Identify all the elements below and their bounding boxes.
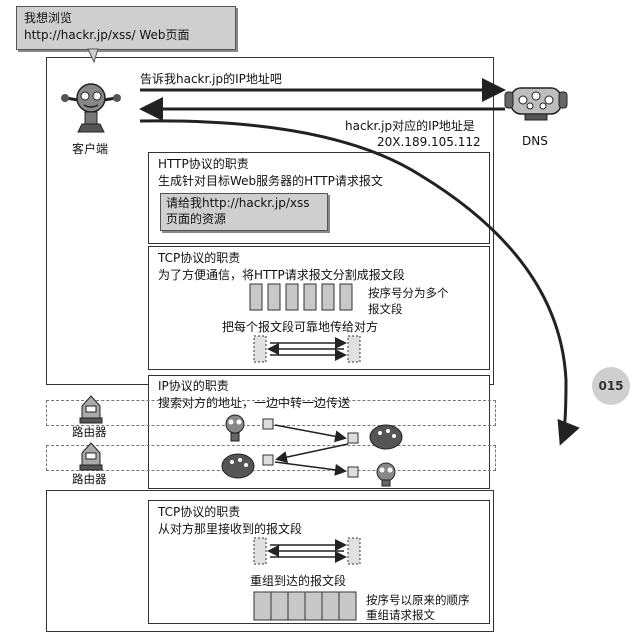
router-label-1: 路由器 [72, 425, 107, 439]
http-message-line-1: 请给我http://hackr.jp/xss [166, 196, 310, 210]
page-number-badge: 015 [592, 367, 630, 405]
http-message-line-2: 页面的资源 [166, 212, 227, 226]
dns-label: DNS [522, 134, 548, 148]
tcp-recv-note-2-line-2: 重组请求报文 [366, 608, 435, 622]
tcp-recv-note-2-line-1: 按序号以原来的顺序 [366, 593, 470, 607]
tcp-send-segments [249, 283, 353, 311]
router-icon-1 [78, 394, 104, 424]
tcp-recv-transfer [253, 537, 361, 565]
ip-routing [221, 414, 403, 487]
client-robot-icon [60, 78, 122, 134]
tcp-send-note-line-1: 按序号分为多个 [368, 286, 449, 300]
tcp-recv-reassembled [253, 591, 357, 621]
router-icon-2 [78, 441, 104, 471]
page-number: 015 [598, 379, 624, 393]
router-row-2 [46, 445, 496, 471]
tcp-recv-panel [148, 500, 490, 624]
tcp-send-transfer [253, 335, 361, 363]
tcp-recv-title: TCP协议的职责 [158, 505, 241, 519]
ip-desc: 搜索对方的地址，一边中转一边传送 [158, 396, 351, 410]
client-label: 客户端 [72, 142, 109, 156]
tcp-send-note-line-2: 报文段 [368, 302, 403, 316]
tcp-send-title: TCP协议的职责 [158, 251, 241, 265]
dns-response-line-1: hackr.jp对应的IP地址是 [345, 119, 475, 133]
http-desc: 生成针对目标Web服务器的HTTP请求报文 [158, 174, 383, 188]
http-title: HTTP协议的职责 [158, 157, 249, 171]
http-message-box [160, 193, 328, 231]
dns-response-line-2: 20X.189.105.112 [377, 135, 481, 149]
flow-curve-arrow [139, 119, 580, 446]
speech-bubble [16, 6, 236, 50]
router-label-2: 路由器 [72, 472, 107, 486]
ip-title: IP协议的职责 [158, 379, 229, 393]
speech-line-1: 我想浏览 [24, 11, 73, 25]
tcp-send-desc: 为了方便通信，将HTTP请求报文分割成报文段 [158, 268, 405, 282]
dns-server-icon [503, 82, 569, 122]
tcp-send-note-2: 把每个报文段可靠地传给对方 [222, 320, 379, 334]
dns-request-text: 告诉我hackr.jp的IP地址吧 [140, 72, 282, 86]
speech-line-2: http://hackr.jp/xss/ Web页面 [24, 28, 190, 42]
tcp-recv-note-1: 重组到达的报文段 [250, 574, 347, 588]
tcp-recv-desc: 从对方那里接收到的报文段 [158, 522, 303, 536]
